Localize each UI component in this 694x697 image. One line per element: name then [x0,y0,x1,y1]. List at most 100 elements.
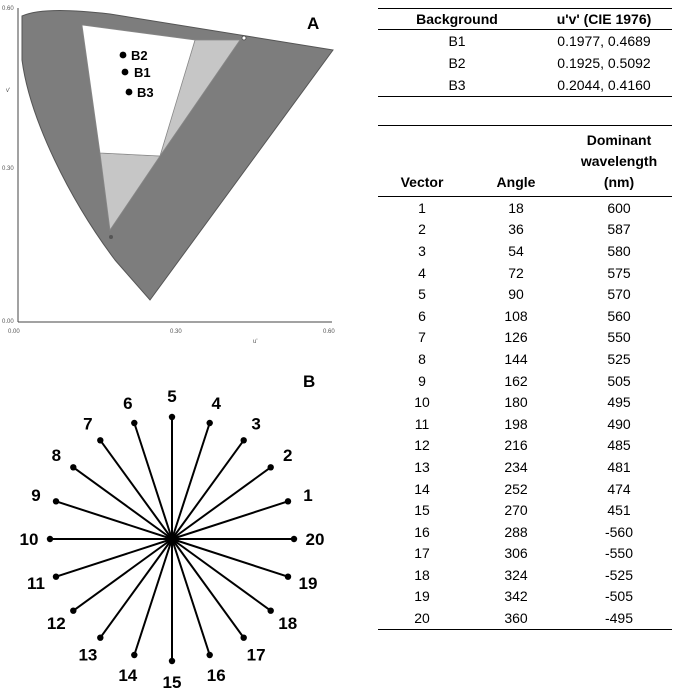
vector-label-9: 9 [31,486,40,505]
vector-end-dot-18 [267,607,274,614]
angle-cell: 270 [504,502,528,519]
header-angle: Angle [466,125,566,197]
vector-cell: 14 [414,480,430,497]
y-axis-label: v' [6,88,10,94]
locus-marker-top [241,35,247,41]
vector-end-dot-8 [70,464,77,471]
vector-end-dot-14 [131,651,138,659]
vector-label-20: 20 [306,530,325,549]
vector-cell: 13 [414,458,430,475]
angle-cell: 198 [504,415,528,432]
angle-cell: 306 [504,545,528,562]
vector-end-dot-10 [46,535,54,543]
vector-end-dot-7 [97,437,104,444]
header-uv: u'v' (CIE 1976) [536,8,672,30]
background-name: B1 [448,33,466,49]
angle-cell: 324 [504,566,528,583]
angle-cell: 162 [504,372,528,389]
vector-label-19: 19 [299,574,318,593]
vector-cell: 6 [418,307,426,324]
vector-end-dot-4 [206,419,213,427]
header-background: Background [378,8,536,30]
panel-a-letter: A [307,14,320,33]
vector-table-header: Vector Angle Dominant wavelength (nm) [378,125,672,197]
vector-label-16: 16 [207,666,226,685]
vector-label-6: 6 [123,394,132,413]
header-vector: Vector [378,125,466,197]
wavelength-cell: 570 [607,286,631,303]
point-b3-label: B3 [137,85,154,100]
vector-cell: 8 [418,350,426,367]
point-b2-label: B2 [131,48,148,63]
angle-cell: 144 [504,350,528,367]
vector-end-dot-3 [240,437,247,444]
vector-label-4: 4 [211,394,221,413]
vector-cell: 4 [418,264,426,281]
angle-cell: 126 [504,329,528,346]
vector-line-4 [171,422,211,540]
angle-cell: 54 [508,242,524,259]
vector-cell: 20 [378,607,466,630]
wavelength-cell: 505 [607,372,631,389]
table-row: 4 72 575 [378,262,672,284]
wavelength-cell: -550 [604,545,634,562]
angle-cell: 72 [508,264,524,281]
table-row: 19 342 -505 [378,586,672,608]
wavelength-cell: 575 [607,264,631,281]
vector-line-12 [72,538,173,612]
angle-cell: 234 [504,458,528,475]
wavelength-cell: 495 [607,394,631,411]
wavelength-cell: -495 [566,607,672,630]
wavelength-cell: 485 [607,437,631,454]
angle-cell: 342 [504,588,528,605]
vector-cell: 18 [414,566,430,583]
table-row: 13 234 481 [378,456,672,478]
gamut-white-region [81,24,196,157]
x-tick-0-60: 0.60 [323,329,335,335]
vector-cell: 11 [414,415,430,432]
wavelength-cell: 481 [607,458,631,475]
vector-label-17: 17 [247,646,266,665]
background-name: B2 [448,55,466,71]
y-tick-0-60: 0.60 [2,6,14,12]
vector-cell: 16 [414,523,430,540]
vector-end-dot-1 [284,498,292,505]
vector-line-9 [55,500,173,540]
background-uv: 0.2044, 0.4160 [536,74,672,97]
point-b3 [125,88,133,96]
angle-cell: 108 [504,307,528,324]
vector-line-16 [171,538,211,656]
vector-end-dot-15 [168,657,176,665]
wavelength-cell: 525 [607,350,631,367]
vector-label-1: 1 [303,486,312,505]
angle-cell: 18 [508,199,524,216]
vector-line-18 [171,538,272,612]
vector-end-dot-2 [267,464,274,471]
vector-cell: 19 [414,588,430,605]
vector-end-dot-6 [131,419,138,427]
table-row: B3 0.2044, 0.4160 [378,74,672,97]
wavelength-cell: -525 [604,566,634,583]
vector-end-dot-9 [52,498,60,505]
vector-label-14: 14 [118,666,137,685]
vector-end-dot-16 [206,651,213,659]
background-table: Background u'v' (CIE 1976) B1 0.1977, 0.… [378,8,672,97]
vector-end-dot-5 [168,413,176,421]
vector-cell: 12 [414,437,430,454]
vector-label-13: 13 [78,646,97,665]
locus-marker-bottom [109,235,113,239]
table-row: B2 0.1925, 0.5092 [378,52,672,74]
background-name: B3 [378,74,536,97]
table-row: B1 0.1977, 0.4689 [378,30,672,53]
wavelength-cell: -505 [604,588,634,605]
